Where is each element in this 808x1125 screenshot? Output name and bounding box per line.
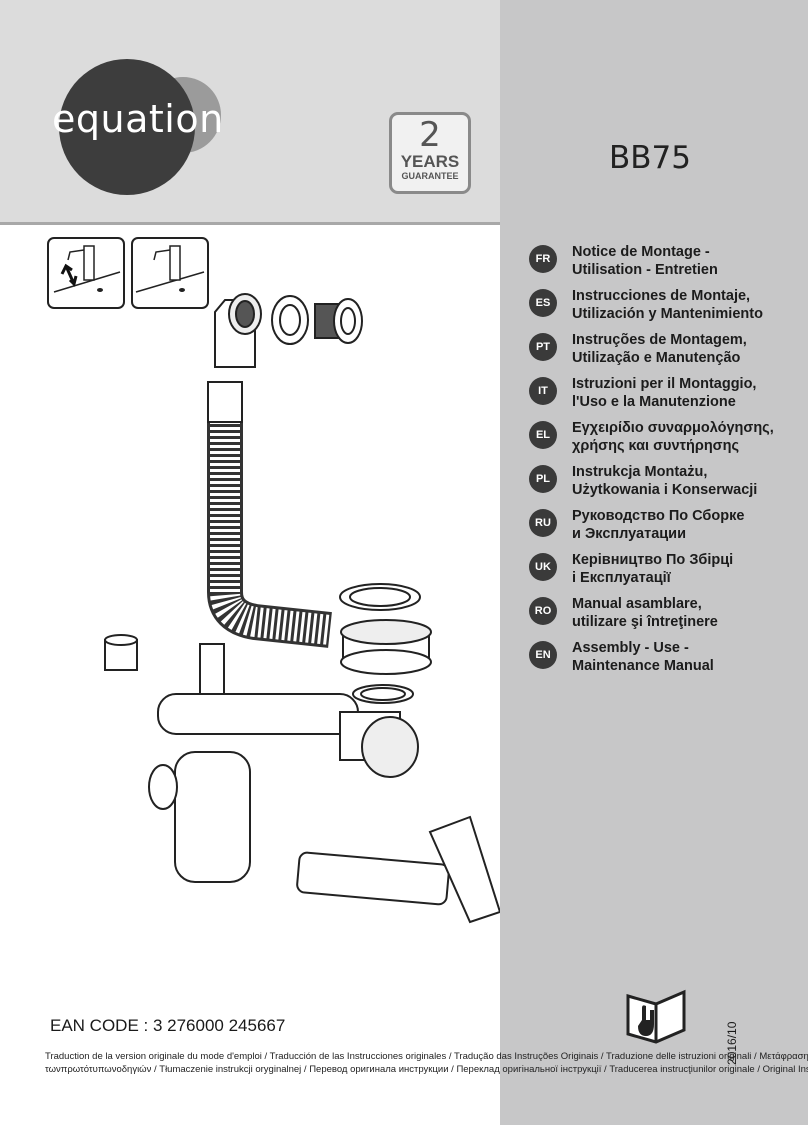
language-code-badge: PT <box>529 333 557 361</box>
language-title: Керівництво По Збірці і Експлуатації <box>572 552 734 586</box>
washer-ring <box>271 295 309 345</box>
language-list: FR Notice de Montage - Utilisation - Entr… <box>529 243 799 683</box>
drain-plug <box>340 619 432 675</box>
language-item: RU Руководство По Сборке и Эксплуатации <box>529 507 799 551</box>
language-code-badge: IT <box>529 377 557 405</box>
language-title: Istruzioni per il Montaggio, l'Uso e la … <box>572 376 757 410</box>
language-item: FR Notice de Montage - Utilisation - Entr… <box>529 243 799 287</box>
language-item: RO Manual asamblare, utilizare şi întreţi… <box>529 595 799 639</box>
seal-ring <box>339 583 421 611</box>
language-title: Notice de Montage - Utilisation - Entret… <box>572 244 718 278</box>
language-item: PL Instrukcja Montażu, Użytkowania i Kons… <box>529 463 799 507</box>
ean-code: EAN CODE : 3 276000 245667 <box>50 1016 286 1035</box>
language-code-badge: ES <box>529 289 557 317</box>
language-item: UK Керівництво По Збірці і Експлуатації <box>529 551 799 595</box>
language-title: Εγχειρίδιο συναρμολόγησης, χρήσης και συ… <box>572 420 774 454</box>
translation-line-1: Traduction de la version originale du mo… <box>45 1051 808 1062</box>
language-title: Manual asamblare, utilizare şi întreţine… <box>572 596 718 630</box>
product-illustration: UP <box>47 237 500 924</box>
language-code-badge: EN <box>529 641 557 669</box>
language-item: EN Assembly - Use - Maintenance Manual <box>529 639 799 683</box>
translation-notice: Traduction de la version originale du mo… <box>45 1050 808 1076</box>
language-title: Руководство По Сборке и Эксплуатации <box>572 508 745 542</box>
guarantee-label: GUARANTEE <box>401 171 459 181</box>
guarantee-years: YEARS <box>400 152 460 171</box>
header-divider <box>0 222 500 225</box>
language-code-badge: RU <box>529 509 557 537</box>
flexible-hose <box>207 381 332 648</box>
language-code-badge: RO <box>529 597 557 625</box>
guarantee-number: 2 <box>419 115 441 155</box>
brand-logo <box>59 59 221 195</box>
language-title: Instrucciones de Montaje, Utilización y … <box>572 288 763 322</box>
language-item: EL Εγχειρίδιο συναρμολόγησης, χρήσης και … <box>529 419 799 463</box>
translation-line-2: τωνπρωτότυπωνοδηγιών / Tłumaczenie instr… <box>45 1064 808 1075</box>
guarantee-badge: 2 YEARS GUARANTEE <box>389 112 471 194</box>
language-code-badge: FR <box>529 245 557 273</box>
end-cap <box>104 634 138 671</box>
language-title: Instruções de Montagem, Utilização e Man… <box>572 332 747 366</box>
faucet-pictogram <box>131 237 209 309</box>
language-code-badge: PL <box>529 465 557 493</box>
faucet-adjust-pictogram <box>47 237 125 309</box>
language-item: ES Instrucciones de Montaje, Utilización … <box>529 287 799 331</box>
language-code-badge: UK <box>529 553 557 581</box>
bottle-trap <box>148 643 419 883</box>
elbow-fitting <box>214 293 262 368</box>
publication-date: 2016/10 <box>725 1021 739 1065</box>
model-number: BB75 <box>609 140 691 176</box>
language-title: Instrukcja Montażu, Użytkowania i Konser… <box>572 464 758 498</box>
language-item: IT Istruzioni per il Montaggio, l'Uso e l… <box>529 375 799 419</box>
threaded-nut <box>314 298 363 344</box>
extension-pipe: UP <box>296 815 500 924</box>
brand-name: equation <box>52 97 224 141</box>
language-code-badge: EL <box>529 421 557 449</box>
language-item: PT Instruções de Montagem, Utilização e M… <box>529 331 799 375</box>
small-seal <box>352 684 414 704</box>
language-title: Assembly - Use - Maintenance Manual <box>572 640 714 674</box>
manual-book-icon <box>626 989 686 1044</box>
